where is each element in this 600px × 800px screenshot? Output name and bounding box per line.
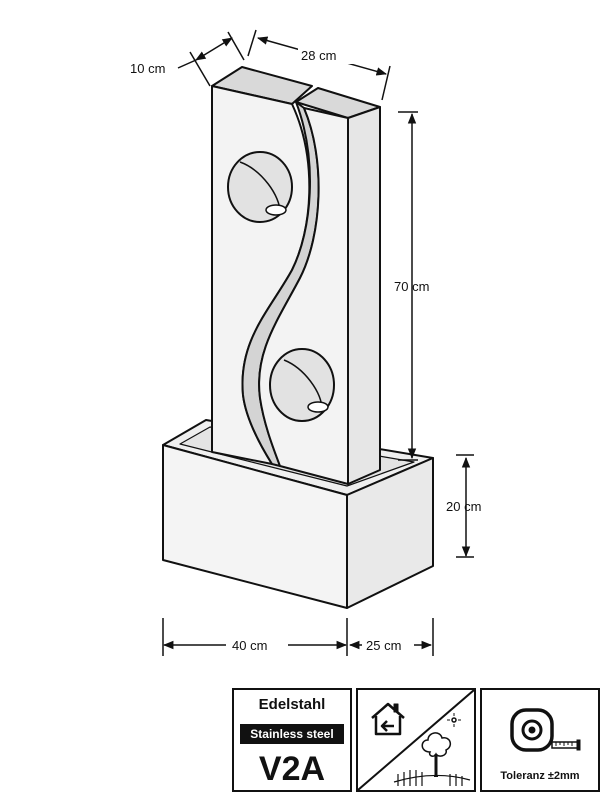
indoor-outdoor-badge — [356, 688, 476, 792]
material-title: Edelstahl — [258, 696, 326, 713]
dim-depth-base: 25 cm — [366, 638, 401, 653]
dim-height-base: 20 cm — [446, 499, 481, 514]
tolerance-label: Toleranz ±2mm — [500, 770, 580, 782]
base-side-face — [346, 457, 434, 609]
dimension-labels: 10 cm 28 cm 70 cm 20 cm 40 cm 25 cm — [130, 46, 481, 654]
tape-measure-icon — [510, 708, 581, 752]
dim-depth-top: 10 cm — [130, 61, 165, 76]
material-code: V2A — [258, 750, 326, 788]
right-column — [241, 87, 381, 485]
dim-width-top: 28 cm — [301, 48, 336, 63]
dim-height-column: 70 cm — [394, 279, 429, 294]
dim-width-base: 40 cm — [232, 638, 267, 653]
tree-sun-icon — [393, 713, 471, 786]
material-badge: Edelstahl Stainless steel V2A — [232, 688, 352, 792]
right-column-side — [347, 106, 381, 485]
house-arrow-icon — [371, 702, 405, 736]
material-subtitle: Stainless steel — [240, 724, 344, 744]
tolerance-badge: Toleranz ±2mm — [480, 688, 600, 792]
